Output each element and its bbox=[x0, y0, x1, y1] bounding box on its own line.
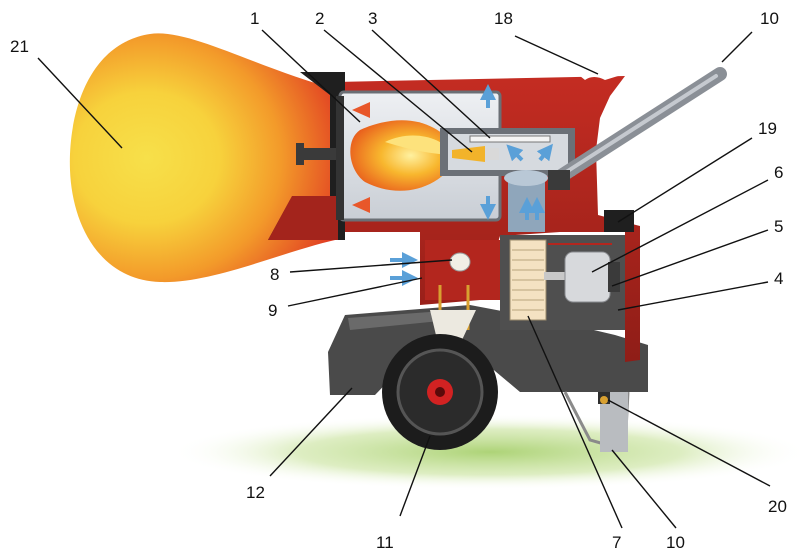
air-duct-top bbox=[504, 170, 548, 186]
hot-air-flame bbox=[69, 33, 345, 283]
fuel-filter bbox=[449, 252, 471, 272]
wheel-hub-center bbox=[435, 387, 445, 397]
front-bracket bbox=[300, 148, 340, 160]
leader-20 bbox=[607, 399, 771, 487]
leader-lines bbox=[37, 29, 771, 529]
callout-12: 12 bbox=[246, 483, 265, 502]
leader-6 bbox=[591, 179, 769, 273]
leader-19 bbox=[617, 137, 753, 223]
leader-21 bbox=[37, 57, 123, 149]
callout-5: 5 bbox=[774, 217, 783, 236]
leader-3 bbox=[371, 29, 491, 139]
callout-18: 18 bbox=[494, 9, 513, 28]
callout-8: 8 bbox=[270, 265, 279, 284]
carry-handle-top bbox=[580, 70, 618, 80]
callout-6: 6 bbox=[774, 163, 783, 182]
callout-10-bottom: 10 bbox=[666, 533, 685, 552]
electric-motor bbox=[564, 251, 611, 303]
heat-arrow-lower bbox=[352, 197, 370, 213]
callout-11: 11 bbox=[376, 533, 394, 552]
chamber-front-grid bbox=[336, 96, 344, 220]
callout-labels: 21 1 2 3 18 10 19 6 5 4 8 9 12 11 7 10 2… bbox=[10, 9, 787, 552]
callout-9: 9 bbox=[268, 301, 277, 320]
leader-1 bbox=[261, 29, 361, 123]
leader-4 bbox=[617, 281, 769, 311]
leader-7 bbox=[527, 315, 623, 529]
ignition-electrode bbox=[469, 135, 551, 143]
callout-7: 7 bbox=[612, 533, 621, 552]
leader-18 bbox=[514, 35, 599, 75]
leader-10b bbox=[611, 449, 677, 529]
ground-shadow bbox=[170, 414, 800, 490]
callout-2: 2 bbox=[315, 9, 324, 28]
heat-arrow-upper bbox=[352, 102, 370, 118]
fan-blades bbox=[512, 249, 544, 311]
leader-5 bbox=[611, 229, 769, 287]
level-sensor-cap bbox=[600, 396, 608, 404]
handle-bracket bbox=[548, 170, 570, 190]
nozzle-tip bbox=[485, 148, 499, 160]
callout-3: 3 bbox=[368, 9, 377, 28]
leader-10a bbox=[721, 31, 753, 63]
airflow-arrows bbox=[390, 84, 553, 286]
combustion-flame bbox=[350, 120, 460, 191]
leader-11 bbox=[399, 435, 431, 517]
motor-shaft bbox=[544, 272, 566, 280]
tow-handle-highlight bbox=[558, 74, 718, 178]
callout-20: 20 bbox=[768, 497, 787, 516]
leader-12 bbox=[269, 387, 353, 477]
leader-8 bbox=[289, 259, 453, 273]
callout-4: 4 bbox=[774, 269, 783, 288]
combustion-flame-inner bbox=[385, 135, 455, 155]
callout-1: 1 bbox=[250, 9, 259, 28]
leader-2 bbox=[323, 29, 473, 153]
motor-cap bbox=[608, 262, 620, 292]
callout-21: 21 bbox=[10, 37, 29, 56]
burner-nozzle bbox=[452, 146, 485, 162]
leader-9 bbox=[287, 277, 423, 307]
callout-19: 19 bbox=[758, 119, 777, 138]
front-lower-shroud bbox=[268, 196, 338, 240]
front-bracket-knob bbox=[296, 143, 304, 165]
callout-10-top: 10 bbox=[760, 9, 779, 28]
